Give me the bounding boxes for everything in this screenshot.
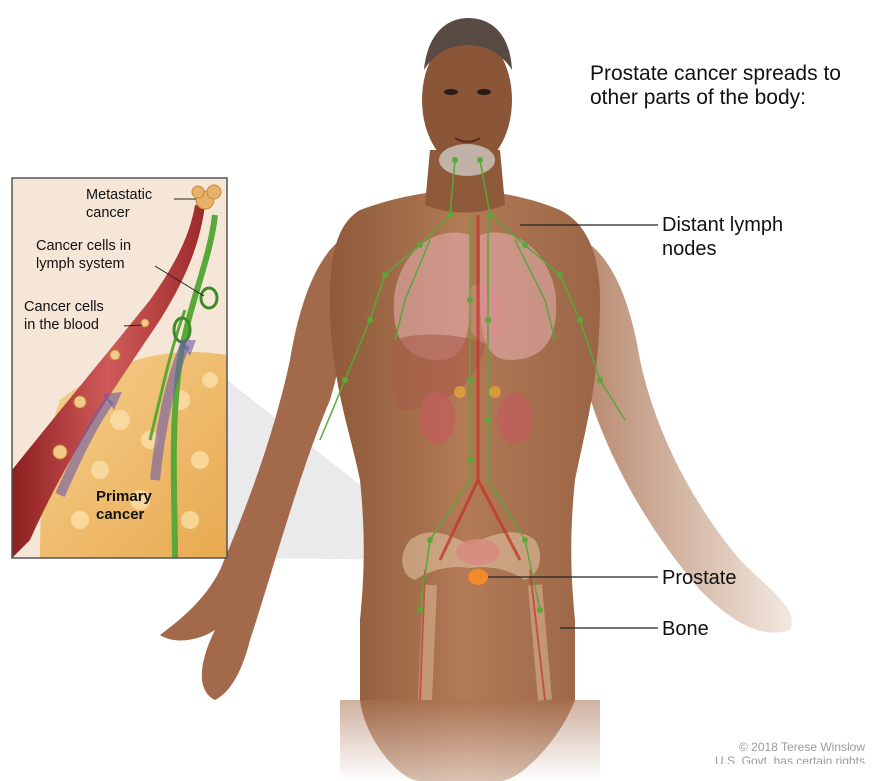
- inset-label-blood-line1: Cancer cells: [24, 298, 104, 316]
- bladder: [456, 539, 500, 565]
- inset-label-blood-line2: in the blood: [24, 316, 104, 334]
- label-distant-lymph-line1: Distant lymph: [662, 213, 783, 237]
- label-distant-lymph-line2: nodes: [662, 237, 783, 261]
- copyright-line2: U.S. Govt. has certain rights: [715, 754, 865, 764]
- inset-label-lymph-line2: lymph system: [36, 255, 131, 273]
- lower-fade: [340, 700, 600, 781]
- copyright-notice: © 2018 Terese Winslow U.S. Govt. has cer…: [715, 740, 865, 764]
- prostate-gland: [468, 569, 488, 585]
- label-bone: Bone: [662, 617, 709, 641]
- copyright-line1: © 2018 Terese Winslow: [715, 740, 865, 754]
- inset-label-lymph-line1: Cancer cells in: [36, 237, 131, 255]
- label-prostate: Prostate: [662, 566, 736, 590]
- beard: [439, 144, 495, 176]
- diagram-title: Prostate cancer spreads to other parts o…: [590, 62, 860, 110]
- femur-left: [425, 585, 430, 700]
- kidney-right: [497, 392, 533, 444]
- inset-label-metastatic: Metastatic cancer: [86, 186, 152, 222]
- inset-label-primary-line2: cancer: [96, 506, 152, 524]
- label-distant-lymph-nodes: Distant lymph nodes: [662, 213, 783, 261]
- inset-label-lymph-cells: Cancer cells in lymph system: [36, 237, 131, 273]
- inset-label-blood-cells: Cancer cells in the blood: [24, 298, 104, 334]
- kidney-left: [419, 392, 455, 444]
- inset-label-primary-cancer: Primary cancer: [96, 488, 152, 524]
- inset-label-primary-line1: Primary: [96, 488, 152, 506]
- inset-label-metastatic-line1: Metastatic: [86, 186, 152, 204]
- inset-label-metastatic-line2: cancer: [86, 204, 152, 222]
